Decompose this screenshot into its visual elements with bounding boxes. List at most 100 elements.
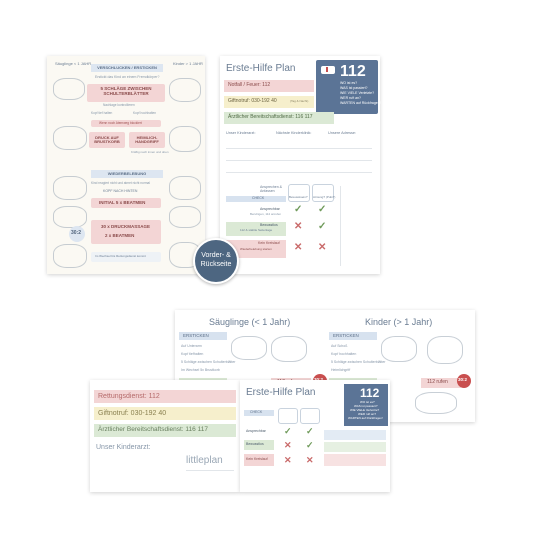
row-b-3-label: Kein Kreislauf (246, 457, 268, 461)
infant-sketch-1 (53, 78, 85, 100)
poison-note: (Tag & Nacht) (290, 99, 309, 103)
row-2-note: 112 & stabile Seitenlage (240, 228, 273, 232)
choking-header: VERSCHLUCKEN / ERSTICKEN (91, 64, 163, 72)
check-label: CHECK (252, 196, 265, 200)
back-card-plan: Erste-Hilfe Plan 112 WO ist es? WAS ist … (240, 380, 390, 492)
label-head-low: Kopf tief halten (91, 111, 113, 115)
row-1-note: Beruhigen, 112 anrufen (250, 212, 282, 216)
row-b-2-cross-b: ✕ (284, 440, 292, 450)
check-head-b: Bewusstsein? (289, 195, 308, 199)
row-b-2-label: Bewusstlos (246, 442, 264, 446)
choking-band-left: ERSTICKEN (179, 332, 227, 340)
choking-label-right: ERSTICKEN (333, 333, 359, 338)
heimlich-box: HEIMLICH-HANDGRIFF (129, 132, 165, 148)
check-col-c (312, 184, 334, 202)
row-2-band (226, 222, 286, 236)
poison-text-b: Giftnotruf: 030-192 40 (98, 410, 167, 417)
check-head-c: Atmung? (Puls?) (313, 195, 336, 199)
row-3-note: Wiederbelebung starten (240, 247, 272, 251)
choking-alert: Wenn noch Atemweg blockiert (91, 120, 161, 127)
call-text-right: 112 rufen (427, 379, 448, 385)
age-label-kid: Kinder > 1 JAHR (173, 61, 203, 66)
brand-line (186, 470, 234, 471)
compressions-text: 30 x DRUCKMASSAGE (101, 224, 151, 229)
ratio-text: 30:2 (71, 230, 82, 236)
infant-sketch-2 (53, 126, 87, 150)
initial-breaths-text: INITIAL 5 x BEATMEN (99, 200, 146, 205)
doctor-text-b: Ärztlicher Bereitschaftsdienst: 116 117 (98, 426, 208, 433)
poison-band: Giftnotruf: 030-192 40 (Tag & Nacht) (224, 96, 314, 108)
check-col-c2 (300, 408, 320, 424)
infant-sketch-3 (53, 176, 87, 200)
write-line-3 (226, 172, 372, 173)
row-2-check-c: ✓ (318, 221, 327, 232)
note-box-b1 (324, 430, 386, 440)
kid-sketch-4 (169, 206, 201, 228)
infant-sketch-4 (53, 206, 87, 228)
ambulance-cross (326, 67, 328, 72)
chest-thrust-box: DRUCK AUF BRUSTKORB (89, 132, 125, 148)
question-5: WARTEN auf Rückfragen! (340, 101, 381, 105)
label-head-up: Kopf hochhalten (133, 111, 157, 115)
step-left-4: Im Wechsel 5x Brustkorb (181, 368, 220, 372)
poison-text: Giftnotruf: 030-192 40 (228, 98, 277, 104)
step-right-4: Heimlichgriff (331, 368, 351, 372)
choking-label-left: ERSTICKEN (183, 333, 209, 338)
row-3-label: Kein Kreislauf (258, 241, 280, 245)
doctor-band: Ärztlicher Bereitschaftsdienst: 116 117 (224, 112, 334, 124)
row-1-check-b: ✓ (294, 204, 303, 215)
ratio-b-right: 30:2 (458, 377, 468, 382)
row-b-1-check-c: ✓ (306, 426, 314, 436)
check-label-box-b: CHECK (244, 410, 274, 416)
check-head-a: Ansprechen & Anfassen (260, 185, 282, 193)
cpr-open-airway: KOPF NACH HINTEN (103, 189, 138, 193)
pediatrician-label-b: Unser Kinderarzt: (96, 444, 151, 451)
rescue-text: Rettungsdienst: 112 (98, 393, 160, 400)
kid-sketch-b1 (381, 336, 417, 362)
infants-heading: Säuglinge (< 1 Jahr) (209, 317, 291, 327)
write-line-1 (226, 148, 372, 149)
question-b-3: WIE VIELE Verletzte? (350, 408, 380, 412)
question-1: WO ist es? (340, 81, 358, 85)
chest-thrust-text: DRUCK AUF BRUSTKORB (94, 135, 120, 144)
check-label-box: CHECK (226, 196, 286, 202)
row-b-3-cross-b: ✕ (284, 455, 292, 465)
row-2-label: Bewusstlos (260, 223, 278, 227)
plan-title: Erste-Hilfe Plan (226, 63, 296, 74)
row-b-3-band (244, 454, 274, 466)
note-box-b2 (324, 442, 386, 452)
row-1-check-c: ✓ (318, 204, 327, 215)
compressions-box: 30 x DRUCKMASSAGE 2 x BEATMEN (91, 220, 161, 244)
emergency-number: 112 (340, 63, 366, 80)
write-line-2 (226, 160, 372, 161)
number-block-b: 112 WO ist es? WAS ist passiert? WIE VIE… (344, 384, 388, 426)
step-right-1: Auf Schoß (331, 344, 348, 348)
brand-logo: littleplan (186, 455, 223, 466)
row-b-1-label: Ansprechbar (246, 429, 266, 433)
kid-sketch-1 (169, 78, 201, 102)
note-box-b3 (324, 454, 386, 466)
check-col-b (288, 184, 310, 202)
cpr-header: WIEDERBELEBUNG (91, 170, 163, 178)
row-2-cross-b: ✕ (294, 221, 303, 232)
row-b-2-check-c: ✓ (306, 440, 314, 450)
initial-breaths-box: INITIAL 5 x BEATMEN (91, 198, 161, 208)
back-blows-text: 5 SCHLÄGE ZWISCHEN SCHULTERBLÄTTER (100, 86, 152, 96)
kid-sketch-3 (169, 176, 201, 200)
clinic-label: Nächste Kinderklinik: (276, 131, 312, 135)
check-label-b: CHECK (250, 410, 263, 414)
ratio-b-left: 30:2 (314, 377, 323, 383)
kid-sketch-b2 (427, 336, 463, 364)
step-right-3: 5 Schläge zwischen Schulterblätter (331, 360, 386, 364)
emergency-text: Notfall / Feuer: 112 (228, 82, 271, 88)
badge-line-1: Vorder- & (201, 252, 231, 259)
number-b: 112 (360, 386, 380, 400)
kids-heading: Kinder (> 1 Jahr) (365, 317, 433, 327)
badge-line-2: Rückseite (200, 261, 232, 268)
row-3-cross-b: ✕ (294, 242, 303, 253)
question-b-1: WO ist es? (360, 400, 375, 404)
front-back-badge: Vorder- & Rückseite (193, 238, 239, 284)
age-label-infant: Säuglinge < 1 JAHR (55, 61, 92, 66)
row-1-label: Ansprechbar (260, 207, 280, 211)
front-card-right: Erste-Hilfe Plan 112 WO ist es? WAS ist … (220, 56, 381, 274)
